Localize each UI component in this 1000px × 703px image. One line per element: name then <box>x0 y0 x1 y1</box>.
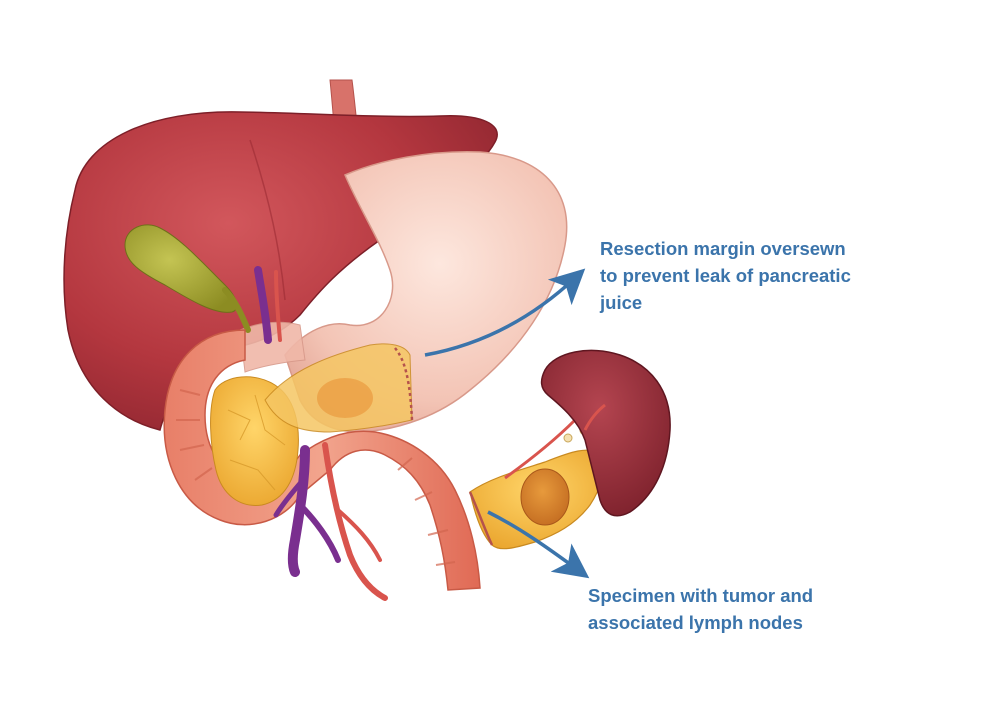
pylorus <box>239 321 306 373</box>
specimen-arrow <box>487 510 590 579</box>
specimen-callout: Specimen with tumor and associated lymph… <box>588 585 814 633</box>
hepatic-artery <box>274 270 282 342</box>
superior-mesenteric-artery <box>322 442 388 601</box>
lymph-node <box>563 433 573 443</box>
splenic-hilum-vessel <box>583 403 606 431</box>
hepatic-vein <box>254 266 272 344</box>
spleen <box>540 349 671 517</box>
specimen-tumor <box>520 468 570 526</box>
bile-duct <box>222 287 251 333</box>
liver-fissure <box>249 139 286 301</box>
resection-margin-callout: Resection margin oversewn to prevent lea… <box>600 238 851 313</box>
specimen-cut-end <box>468 491 494 546</box>
pancreas-lobules <box>227 394 286 491</box>
pancreas-lesion <box>317 378 373 418</box>
superior-mesenteric-vein <box>287 445 310 577</box>
mesenteric-vein-branch-2 <box>273 477 306 518</box>
duodenum-folds <box>176 389 456 566</box>
mesenteric-vein-branch <box>297 502 341 563</box>
mesenteric-artery-branch <box>336 508 382 562</box>
margin-arrow <box>424 268 586 357</box>
